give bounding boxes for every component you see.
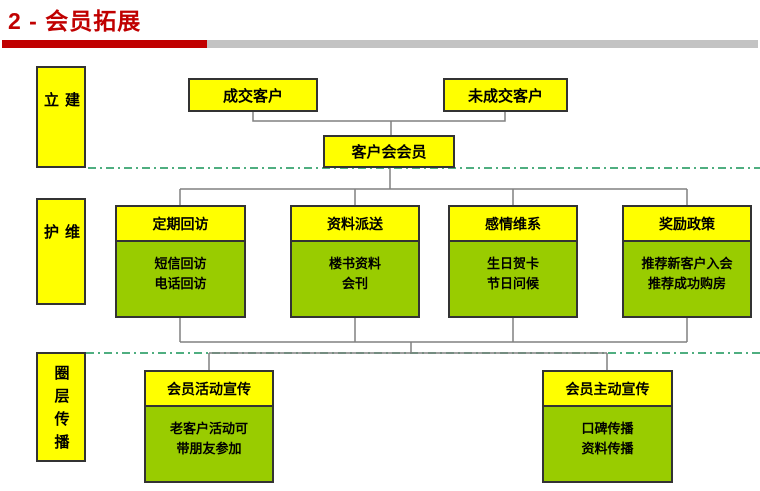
- stage-label-establish: 建立: [36, 66, 86, 168]
- node-reward-policy-body: 推荐新客户入会 推荐成功购房: [641, 256, 733, 292]
- stage-label-maintain: 维护: [36, 198, 86, 305]
- node-closed-customers: 成交客户: [188, 78, 318, 112]
- node-club-member: 客户会会员: [323, 135, 455, 168]
- node-material-delivery: 资料派送 楼书资料 会刊: [290, 205, 420, 318]
- node-material-delivery-body: 楼书资料 会刊: [328, 256, 381, 292]
- page-title: 2 - 会员拓展: [8, 8, 142, 34]
- stage-label-circle-spread: 圈层传播: [36, 352, 86, 462]
- stage-label-maintain-text: 维护: [42, 224, 80, 265]
- node-member-active-promo-body: 口碑传播 资料传播: [581, 421, 634, 457]
- node-regular-followup: 定期回访 短信回访 电话回访: [115, 205, 246, 318]
- node-member-activity-promo: 会员活动宣传 老客户活动可 带朋友参加: [144, 370, 274, 483]
- node-reward-policy: 奖励政策 推荐新客户入会 推荐成功购房: [622, 205, 752, 318]
- node-emotional-bond-header: 感情维系: [450, 207, 576, 242]
- title-underline-gray: [207, 40, 758, 48]
- stage-label-circle-spread-text: 圈层传播: [52, 365, 70, 457]
- node-emotional-bond-body: 生日贺卡 节日问候: [486, 256, 539, 292]
- node-material-delivery-header: 资料派送: [292, 207, 418, 242]
- node-unclosed-customers: 未成交客户: [443, 78, 568, 112]
- node-member-active-promo-header: 会员主动宣传: [544, 372, 671, 407]
- title-underline-red: [2, 40, 207, 48]
- node-reward-policy-header: 奖励政策: [624, 207, 750, 242]
- node-member-activity-promo-header: 会员活动宣传: [146, 372, 272, 407]
- node-emotional-bond: 感情维系 生日贺卡 节日问候: [448, 205, 578, 318]
- node-regular-followup-body: 短信回访 电话回访: [154, 256, 207, 292]
- node-member-activity-promo-body: 老客户活动可 带朋友参加: [169, 421, 248, 457]
- node-regular-followup-header: 定期回访: [117, 207, 244, 242]
- stage-label-establish-text: 建立: [42, 92, 80, 133]
- node-member-active-promo: 会员主动宣传 口碑传播 资料传播: [542, 370, 673, 483]
